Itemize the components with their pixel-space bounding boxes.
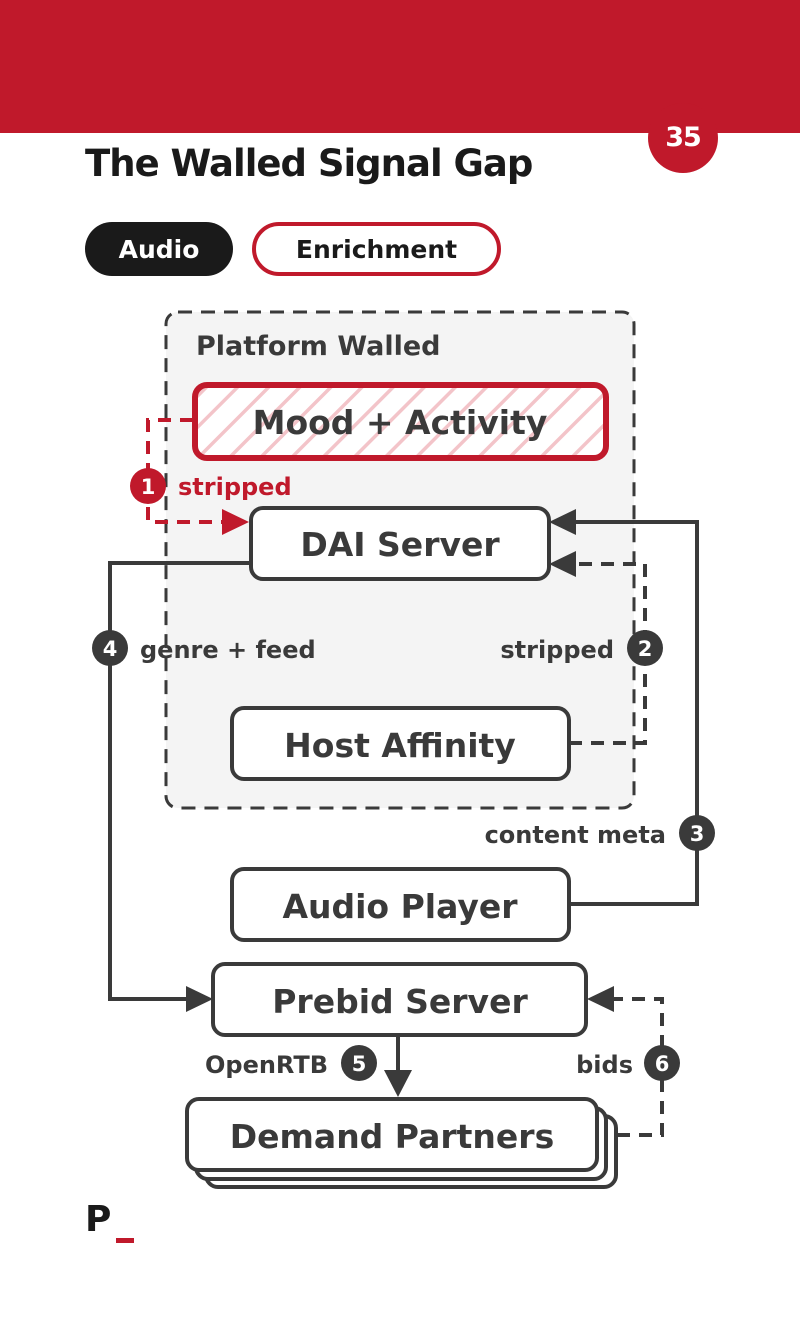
edge-4-label: genre + feed — [140, 636, 316, 664]
edge-3-number: 3 — [690, 822, 705, 846]
brand-logo: P — [85, 1199, 112, 1240]
node-mood-activity-label: Mood + Activity — [253, 403, 548, 442]
node-prebid-server-label: Prebid Server — [272, 982, 528, 1021]
node-audio-player-label: Audio Player — [282, 887, 518, 926]
edge-label-6: 6 bids — [576, 1045, 680, 1081]
edge-6-number: 6 — [655, 1052, 670, 1076]
edge-1-number: 1 — [141, 475, 156, 499]
edge-label-5: 5 OpenRTB — [205, 1045, 377, 1081]
node-audio-player — [230, 867, 571, 942]
edge-4-arrowhead — [186, 986, 213, 1012]
edge-6-arrowhead — [587, 986, 614, 1012]
edge-2-label: stripped — [500, 636, 614, 664]
edge-4-dai-to-prebid — [108, 561, 250, 1001]
node-demand-partners-label: Demand Partners — [230, 1117, 554, 1156]
edge-label-1: 1 stripped — [130, 468, 292, 504]
page-number-badge: 35 — [648, 103, 718, 173]
node-host-affinity-label: Host Affinity — [284, 726, 516, 765]
node-host-affinity — [230, 706, 571, 781]
edge-5-number: 5 — [352, 1052, 367, 1076]
platform-walled-label: Platform Walled — [196, 331, 441, 362]
edge-6-label: bids — [576, 1051, 633, 1079]
tag-audio[interactable]: Audio — [85, 222, 233, 276]
node-demand-partners — [185, 1097, 618, 1189]
edge-3-arrowhead — [549, 509, 576, 535]
edge-label-3: 3 content meta — [485, 815, 715, 851]
tag-enrichment[interactable]: Enrichment — [252, 222, 501, 276]
node-dai-server-label: DAI Server — [300, 525, 500, 564]
edge-label-2: 2 stripped — [500, 630, 663, 666]
node-prebid-server — [211, 962, 588, 1037]
edge-5-arrowhead — [384, 1070, 412, 1097]
edge-1-arrowhead — [222, 509, 249, 535]
edge-label-4: 4 genre + feed — [92, 630, 316, 666]
edge-3-label: content meta — [485, 821, 666, 849]
brand-logo-cursor — [116, 1238, 134, 1243]
edge-4-number: 4 — [103, 637, 118, 661]
edge-1-label: stripped — [178, 473, 292, 501]
node-dai-server — [249, 506, 551, 581]
node-mood-activity — [192, 382, 609, 461]
page-title: The Walled Signal Gap — [85, 142, 533, 185]
edge-5-label: OpenRTB — [205, 1051, 328, 1079]
edge-2-number: 2 — [638, 637, 653, 661]
edge-3-player-to-dai — [569, 520, 699, 906]
edge-2-arrowhead — [549, 551, 576, 577]
